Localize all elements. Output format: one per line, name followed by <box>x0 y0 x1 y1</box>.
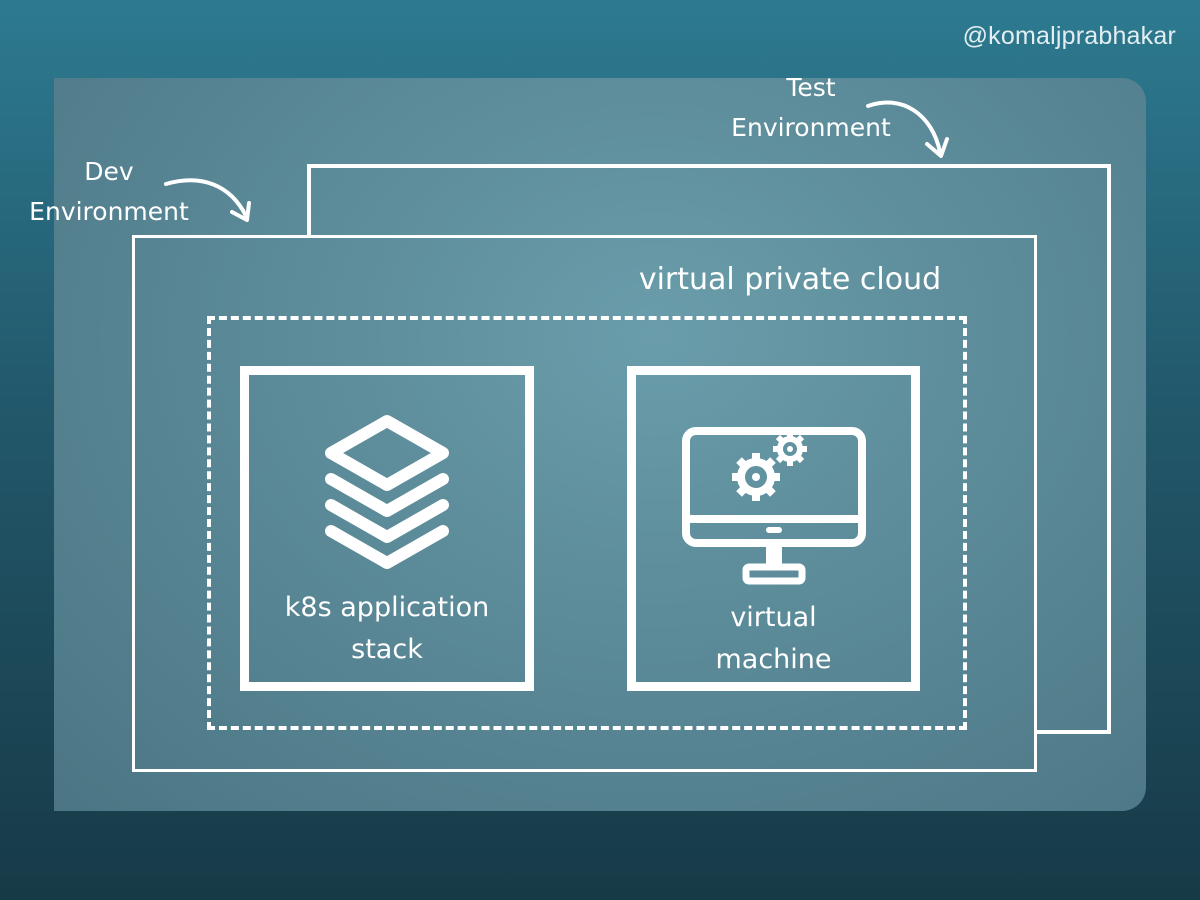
dev-environment-frame <box>132 235 1037 772</box>
virtual-machine-node: virtual machine <box>627 366 920 691</box>
vpc-boundary <box>207 316 967 730</box>
vm-label-line1: virtual <box>730 602 817 633</box>
test-environment-label: Test Environment <box>716 68 906 148</box>
dev-environment-label: Dev Environment <box>14 152 204 232</box>
k8s-label-line2: stack <box>351 634 423 665</box>
test-arrow-icon <box>866 100 949 158</box>
layers-stack-icon <box>325 415 449 569</box>
k8s-label-line1: k8s application <box>284 592 490 623</box>
test-environment-label-line2: Environment <box>731 113 891 142</box>
k8s-application-stack-label: k8s application stack <box>249 587 525 671</box>
dev-environment-label-line1: Dev <box>84 157 134 186</box>
test-environment-label-line1: Test <box>786 73 836 102</box>
test-environment-frame-left-edge <box>307 164 311 236</box>
test-environment-frame-bottom-edge <box>1036 730 1111 734</box>
vpc-label: virtual private cloud <box>638 262 942 297</box>
monitor-gears-icon <box>682 427 866 585</box>
dev-arrow-icon <box>164 178 251 222</box>
vm-label-line2: machine <box>715 644 832 675</box>
author-watermark: @komaljprabhakar <box>962 22 1176 50</box>
test-environment-frame <box>307 164 1111 734</box>
virtual-machine-label: virtual machine <box>636 597 911 681</box>
dev-environment-label-line2: Environment <box>29 197 189 226</box>
k8s-application-stack-node: k8s application stack <box>240 366 534 691</box>
